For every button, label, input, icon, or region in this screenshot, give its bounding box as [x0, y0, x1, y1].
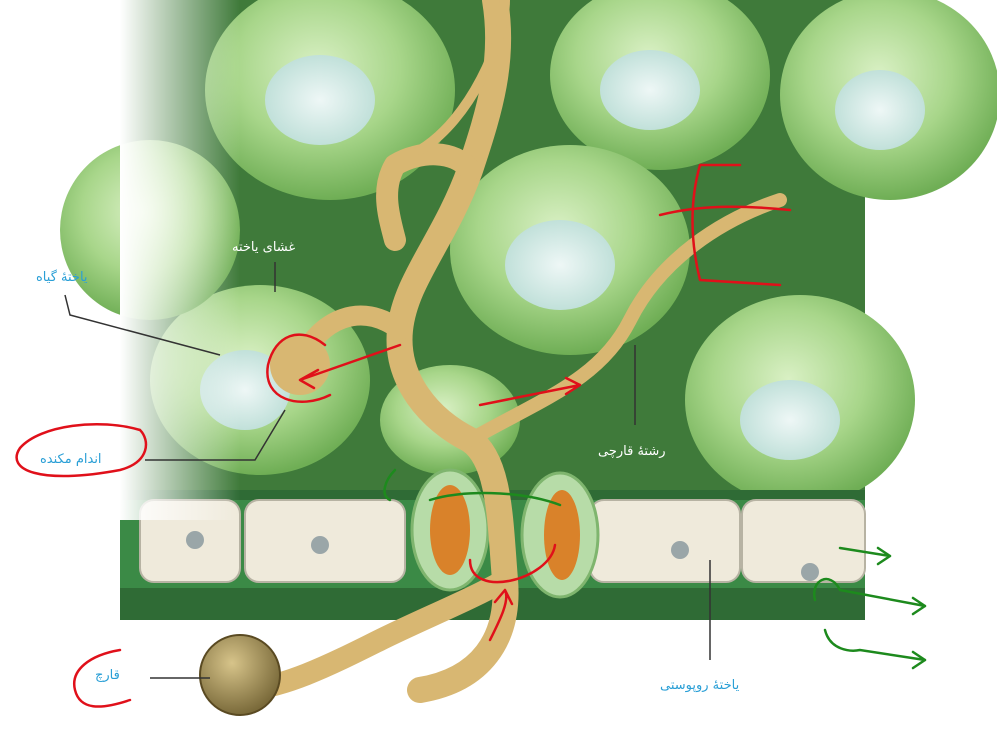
- label-plant-cell-membrane: غشای یاخته: [232, 240, 295, 255]
- label-fungus: قارچ: [95, 668, 120, 683]
- label-plant-cell: یاختهٔ گیاه: [36, 270, 88, 285]
- fungus-spore: [200, 635, 280, 715]
- label-fungal-hypha: رشتهٔ قارچی: [598, 444, 666, 459]
- label-epidermal-cell: یاختهٔ روپوستی: [660, 678, 739, 693]
- label-haustorium: اندام مکنده: [40, 452, 102, 467]
- left-fade: [120, 0, 240, 520]
